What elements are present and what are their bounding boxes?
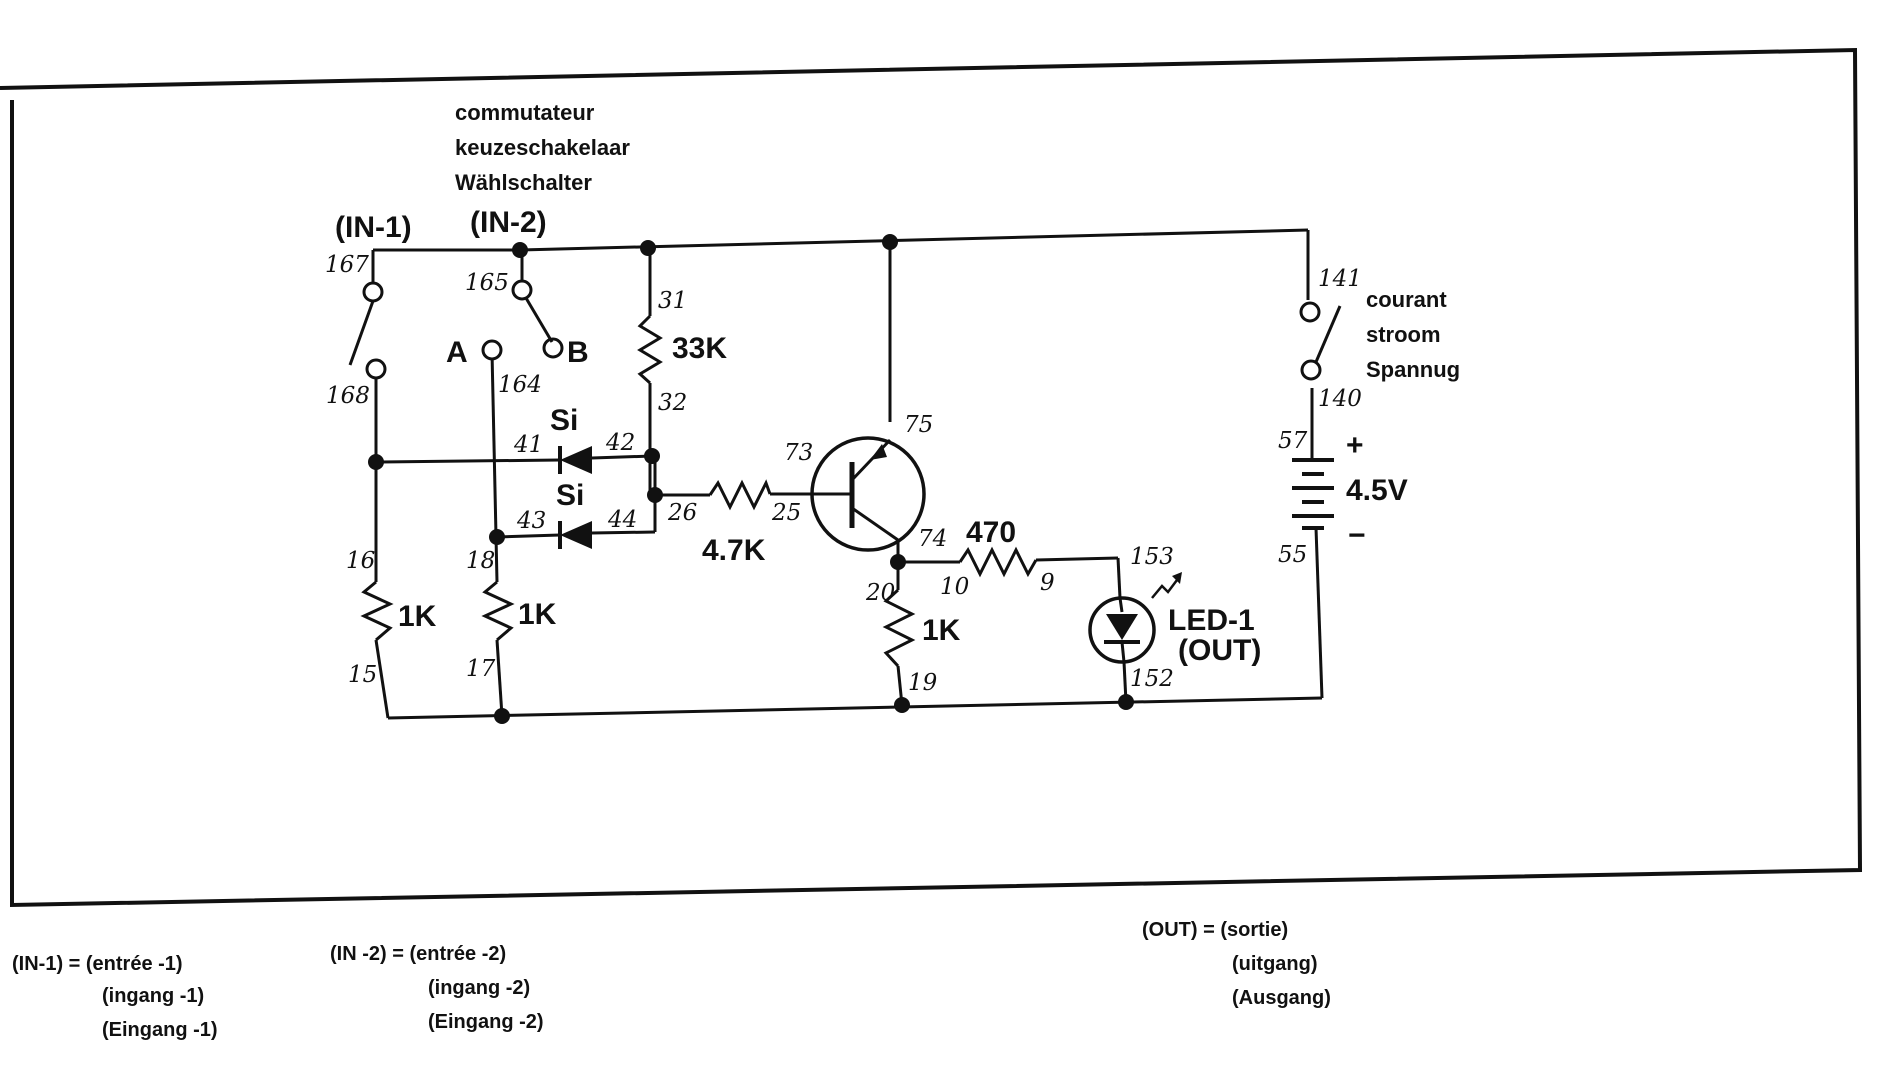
terminal-74: 74 — [918, 526, 947, 552]
terminal-43: 43 — [516, 508, 546, 534]
power-label-fr: courant — [1366, 287, 1447, 312]
terminal-19: 19 — [908, 670, 937, 696]
legend-in1-line1: (IN-1) = (entrée -1) — [12, 953, 183, 975]
terminal-25: 25 — [771, 500, 801, 526]
resistor-4-7k-value: 4.7K — [702, 534, 766, 567]
resistor-470-value: 470 — [966, 516, 1016, 549]
terminal-164: 164 — [498, 372, 542, 398]
led-label: LED-1 — [1168, 604, 1255, 637]
terminal-20: 20 — [865, 580, 895, 606]
terminal-16: 16 — [346, 548, 375, 574]
legend-out-line1: (OUT) = (sortie) — [1142, 919, 1288, 941]
legend-in1-line3: (Eingang -1) — [102, 1019, 218, 1041]
led — [1088, 572, 1182, 664]
terminal-168: 168 — [326, 383, 370, 409]
position-a-label: A — [446, 336, 468, 369]
terminal-10: 10 — [940, 574, 969, 600]
resistor-1k-right — [882, 588, 916, 668]
battery — [1292, 458, 1334, 530]
terminal-167: 167 — [325, 252, 369, 278]
resistor-1k-middle — [481, 580, 515, 642]
terminal-numbers: 167 168 165 164 31 32 41 42 43 44 26 25 … — [325, 252, 1362, 696]
resistor-470 — [958, 546, 1038, 578]
battery-voltage: 4.5V — [1346, 474, 1408, 507]
diode-si-2 — [558, 521, 592, 549]
terminal-26: 26 — [667, 500, 697, 526]
power-label-de: Spannug — [1366, 357, 1460, 382]
resistor-1k-left-value: 1K — [398, 600, 437, 633]
selector-label-nl: keuzeschakelaar — [455, 135, 630, 160]
battery-minus: − — [1348, 519, 1366, 552]
resistor-1k-middle-value: 1K — [518, 598, 557, 631]
diode-si-1 — [558, 446, 592, 474]
resistor-1k-left — [360, 580, 394, 642]
legend-in2-line1: (IN -2) = (entrée -2) — [330, 943, 506, 965]
input-1-label: (IN-1) — [335, 211, 412, 244]
diagram-frame — [0, 47, 1863, 908]
legend-out-line2: (uitgang) — [1232, 953, 1318, 975]
terminal-153: 153 — [1130, 544, 1174, 570]
terminal-44: 44 — [607, 507, 637, 533]
switch-power — [1299, 301, 1342, 381]
resistor-33k-value: 33K — [672, 332, 727, 365]
terminal-18: 18 — [466, 548, 495, 574]
resistor-1k-right-value: 1K — [922, 614, 961, 647]
terminal-152: 152 — [1130, 666, 1174, 692]
switch-in1 — [348, 281, 387, 380]
terminal-73: 73 — [784, 440, 813, 466]
terminal-140: 140 — [1318, 386, 1362, 412]
legend-in2-line3: (Eingang -2) — [428, 1011, 544, 1033]
legend-out-line3: (Ausgang) — [1232, 987, 1331, 1009]
terminal-15: 15 — [348, 662, 377, 688]
transistor — [810, 436, 926, 552]
terminal-42: 42 — [605, 430, 635, 456]
switch-selector — [481, 279, 564, 361]
position-b-label: B — [567, 336, 589, 369]
terminal-9: 9 — [1040, 570, 1055, 596]
terminal-57: 57 — [1278, 428, 1308, 454]
legend-in2-line2: (ingang -2) — [428, 977, 530, 999]
terminal-31: 31 — [658, 288, 687, 314]
junction-dots — [368, 234, 1134, 724]
terminal-41: 41 — [513, 432, 543, 458]
diode-2-type: Si — [556, 479, 584, 512]
selector-label-de: Wählschalter — [455, 170, 592, 195]
terminal-55: 55 — [1278, 542, 1307, 568]
terminal-17: 17 — [466, 656, 496, 682]
terminal-165: 165 — [465, 270, 509, 296]
led-out-label: (OUT) — [1178, 634, 1261, 667]
legend: (IN-1) = (entrée -1) (ingang -1) (Eingan… — [12, 919, 1331, 1041]
input-2-label: (IN-2) — [470, 206, 547, 239]
resistor-4-7k — [708, 479, 772, 511]
legend-in1-line2: (ingang -1) — [102, 985, 204, 1007]
terminal-141: 141 — [1318, 266, 1362, 292]
terminal-32: 32 — [658, 390, 687, 416]
battery-plus: + — [1346, 429, 1364, 462]
power-label-nl: stroom — [1366, 322, 1441, 347]
resistor-33k — [637, 314, 663, 385]
diode-1-type: Si — [550, 404, 578, 437]
terminal-75: 75 — [904, 412, 933, 438]
selector-label-fr: commutateur — [455, 100, 595, 125]
wires — [371, 228, 1324, 720]
